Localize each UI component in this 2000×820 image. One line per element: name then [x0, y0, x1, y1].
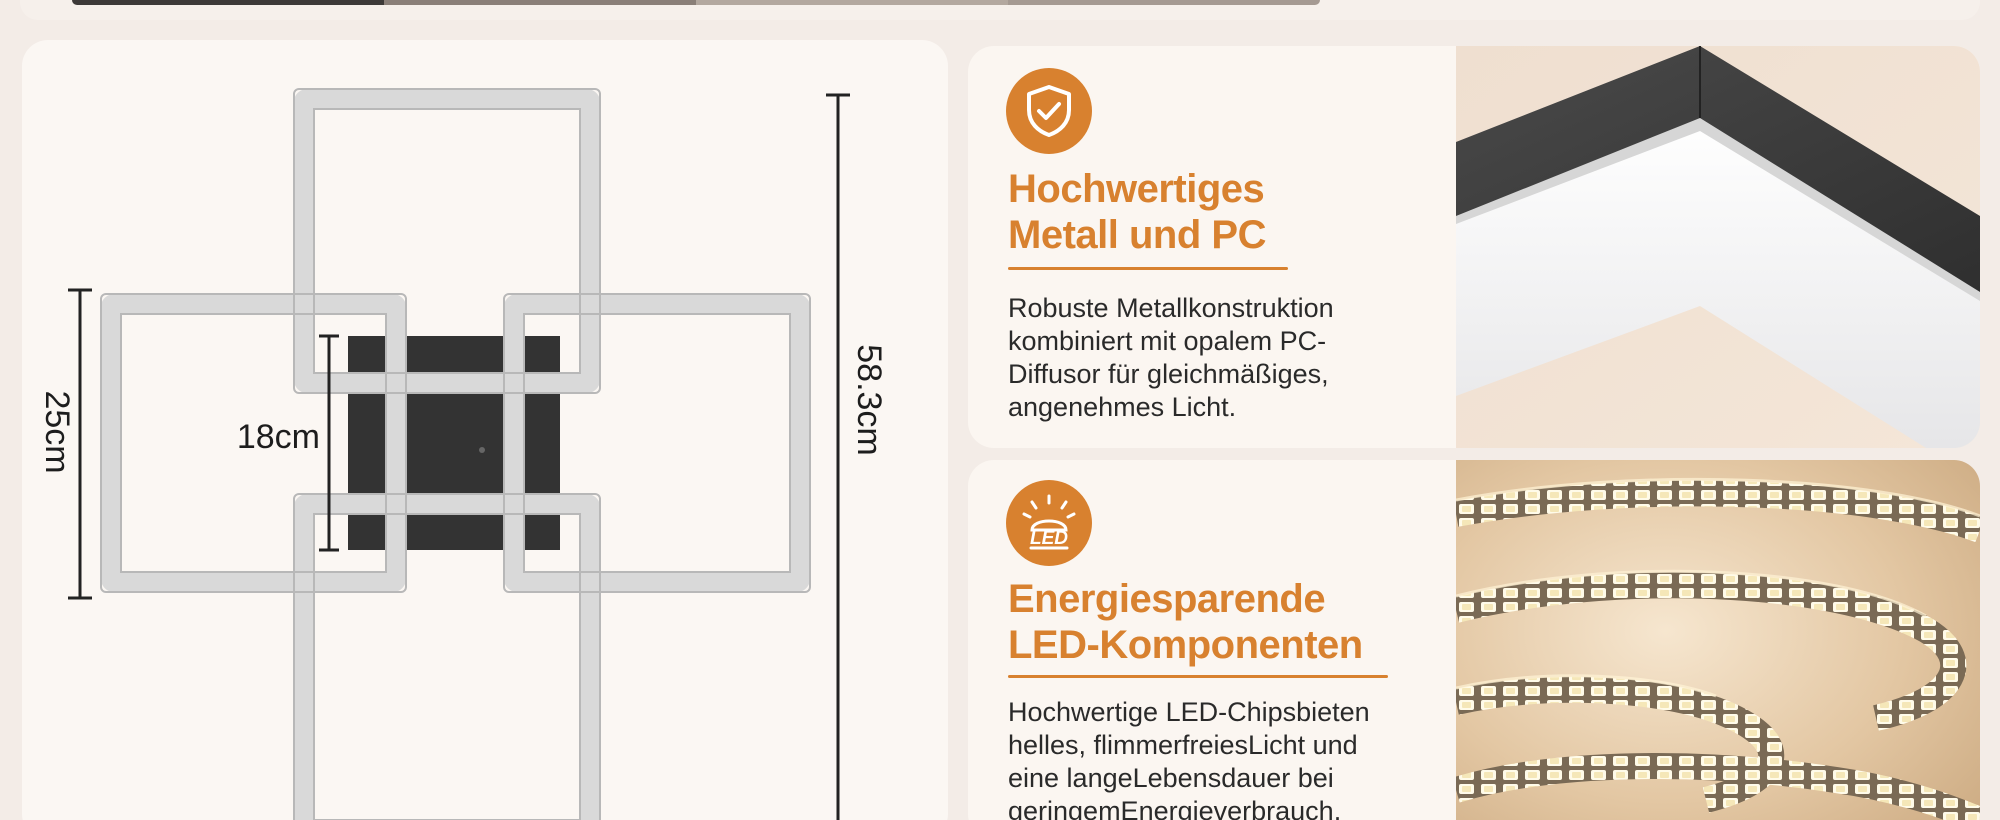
led-strip-photo — [1456, 460, 1980, 820]
shield-check-icon — [1006, 68, 1092, 154]
feature-description-material: Robuste Metallkonstruktion kombiniert mi… — [1008, 293, 1334, 422]
dimension-line-side-height — [68, 288, 92, 600]
lamp-dimension-diagram: 58.3cm 25cm 18cm — [38, 88, 888, 820]
top-color-bar — [72, 0, 1320, 5]
led-bulb-icon: LED — [1006, 480, 1092, 566]
dimension-label-plate-height: 18cm — [237, 418, 320, 456]
frame-right — [504, 294, 810, 592]
plate-screw — [479, 447, 485, 453]
mounting-plate — [348, 336, 560, 550]
frame-top — [294, 89, 600, 393]
dimension-line-plate-height — [319, 334, 339, 552]
dimension-line-total-height — [826, 93, 850, 820]
feature-card-material: Hochwertiges Metall und PC Robuste Metal… — [968, 46, 1980, 448]
dimension-diagram-panel: 58.3cm 25cm 18cm — [22, 40, 948, 820]
frame-edges — [100, 88, 811, 820]
frame-corner-photo — [1456, 46, 1980, 448]
frame-left — [101, 294, 406, 592]
light-frames — [101, 89, 810, 820]
dimension-label-total-height: 58.3cm — [850, 344, 888, 456]
title-underline — [1008, 267, 1288, 270]
feature-title-led: Energiesparende LED-Komponenten — [1008, 577, 1363, 667]
feature-card-led: LED Energiesparende LED-Komponenten Hoch… — [968, 460, 1980, 820]
frame-bottom — [294, 494, 600, 820]
feature-title-material: Hochwertiges Metall und PC — [1008, 167, 1266, 257]
feature-description-led: Hochwertige LED-Chipsbieten helles, flim… — [1008, 697, 1370, 820]
title-underline — [1008, 675, 1388, 678]
top-strip — [20, 0, 1980, 20]
svg-text:LED: LED — [1030, 528, 1068, 549]
dimension-label-side-height: 25cm — [38, 390, 76, 473]
